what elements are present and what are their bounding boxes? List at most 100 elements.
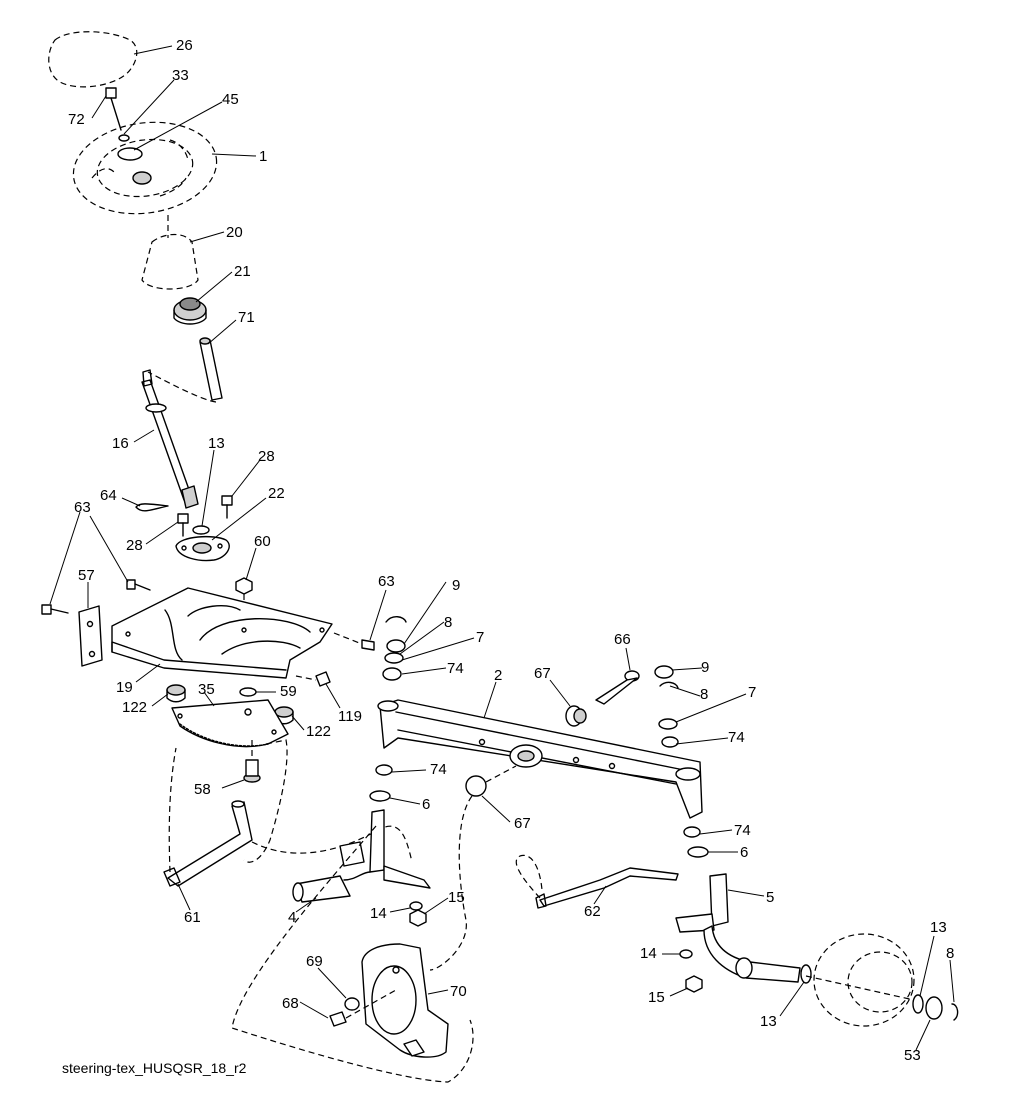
- callout-70: 70: [450, 983, 467, 1000]
- part-2-front-axle: [377, 699, 703, 819]
- callout-60: 60: [254, 533, 271, 550]
- routing-line-spindle: [251, 825, 413, 863]
- part-72-bolt: [105, 87, 122, 131]
- part-13-washer-wheel-a: [800, 964, 812, 984]
- part-28-bolt-a: [221, 495, 233, 519]
- callout-63a: 63: [74, 499, 91, 516]
- callout-16: 16: [112, 435, 129, 452]
- routing-line-lower: [231, 825, 474, 1083]
- routing-line-tie-rod-end: [515, 854, 543, 899]
- callout-122a: 122: [122, 699, 147, 716]
- callout-72: 72: [68, 111, 85, 128]
- callout-8b: 8: [700, 686, 708, 703]
- right-kingpin-stack: [654, 665, 709, 858]
- callout-1: 1: [259, 148, 267, 165]
- part-63-bolt-c: [333, 632, 375, 651]
- callout-63b: 63: [378, 573, 395, 590]
- callout-66: 66: [614, 631, 631, 648]
- callout-45: 45: [222, 91, 239, 108]
- part-69-washer: [344, 997, 360, 1011]
- part-15-nut-right: [685, 975, 703, 993]
- routing-line-column: [147, 371, 217, 403]
- callout-57: 57: [78, 567, 95, 584]
- routing-line-tie-rod: [243, 739, 288, 863]
- callout-5: 5: [766, 889, 774, 906]
- part-1-steering-wheel: [72, 121, 218, 215]
- part-53-washer: [925, 996, 943, 1020]
- part-15-nut-left: [409, 909, 427, 927]
- part-61-drag-link: [163, 800, 253, 887]
- callout-69: 69: [306, 953, 323, 970]
- callout-74d: 74: [734, 822, 751, 839]
- callout-122b: 122: [306, 723, 331, 740]
- callout-119: 119: [338, 708, 362, 725]
- part-21-adapter: [173, 297, 207, 325]
- callout-71: 71: [238, 309, 255, 326]
- callout-61: 61: [184, 909, 201, 926]
- part-33-washer: [118, 134, 130, 142]
- part-22-bearing-flange: [175, 535, 230, 562]
- part-67-spacer-a: [565, 705, 587, 727]
- leader-lines: [49, 45, 955, 1051]
- part-64-clip: [135, 503, 169, 512]
- callout-14a: 14: [370, 905, 387, 922]
- part-8-clip-wheel: [951, 1003, 959, 1021]
- part-62-tie-rod: [535, 867, 679, 909]
- callout-74c: 74: [430, 761, 447, 778]
- callout-19: 19: [116, 679, 133, 696]
- callout-59: 59: [280, 683, 297, 700]
- part-60-nut: [235, 577, 253, 628]
- callout-15a: 15: [448, 889, 465, 906]
- part-16-steering-shaft: [141, 369, 199, 509]
- callout-28a: 28: [258, 448, 275, 465]
- part-119-bolt: [295, 671, 331, 687]
- callout-7a: 7: [476, 629, 484, 646]
- part-71-pin: [199, 337, 223, 401]
- callout-13a: 13: [208, 435, 225, 452]
- callout-33: 33: [172, 67, 189, 84]
- callout-67b: 67: [514, 815, 531, 832]
- callout-21: 21: [234, 263, 251, 280]
- callout-26: 26: [176, 37, 193, 54]
- part-63-bolt-b: [41, 604, 69, 615]
- callout-14b: 14: [640, 945, 657, 962]
- callout-53: 53: [904, 1047, 921, 1064]
- callout-8c: 8: [946, 945, 954, 962]
- diagram-caption: steering-tex_HUSQSR_18_r2: [62, 1060, 247, 1076]
- front-wheel: [805, 933, 915, 1027]
- part-14-washer-left: [409, 901, 423, 911]
- part-68-bolt: [329, 989, 397, 1027]
- part-14-washer-right: [679, 949, 693, 959]
- callout-6b: 6: [740, 844, 748, 861]
- part-57-plate: [78, 605, 103, 667]
- callout-15b: 15: [648, 989, 665, 1006]
- part-20-boot: [141, 215, 199, 290]
- part-28-bolt-b: [177, 513, 189, 537]
- part-13-washer-shaft: [192, 525, 210, 535]
- part-13-washer-wheel-b: [912, 994, 924, 1014]
- callout-9a: 9: [452, 577, 460, 594]
- part-4-left-spindle: [292, 809, 431, 903]
- part-66-pivot-bolt: [595, 670, 640, 705]
- callout-4: 4: [288, 909, 296, 926]
- part-67-spacer-b: [465, 765, 517, 797]
- part-26-cap: [48, 31, 138, 88]
- part-59-washer: [239, 687, 257, 697]
- callout-35: 35: [198, 681, 215, 698]
- callout-74a: 74: [447, 660, 464, 677]
- callout-8a: 8: [444, 614, 452, 631]
- callout-68: 68: [282, 995, 299, 1012]
- part-19-steering-plate: [111, 587, 333, 679]
- part-5-right-spindle: [675, 873, 801, 983]
- part-70-plate: [361, 943, 449, 1058]
- part-58-bolt: [243, 740, 261, 783]
- part-35-sector-gear: [171, 699, 289, 748]
- callout-58: 58: [194, 781, 211, 798]
- callout-13c: 13: [760, 1013, 777, 1030]
- routing-line-spacer: [429, 795, 473, 971]
- callout-67a: 67: [534, 665, 551, 682]
- routing-line-drag-link: [168, 747, 177, 873]
- wheel-hub: [132, 171, 152, 185]
- left-kingpin-stack: [369, 616, 407, 802]
